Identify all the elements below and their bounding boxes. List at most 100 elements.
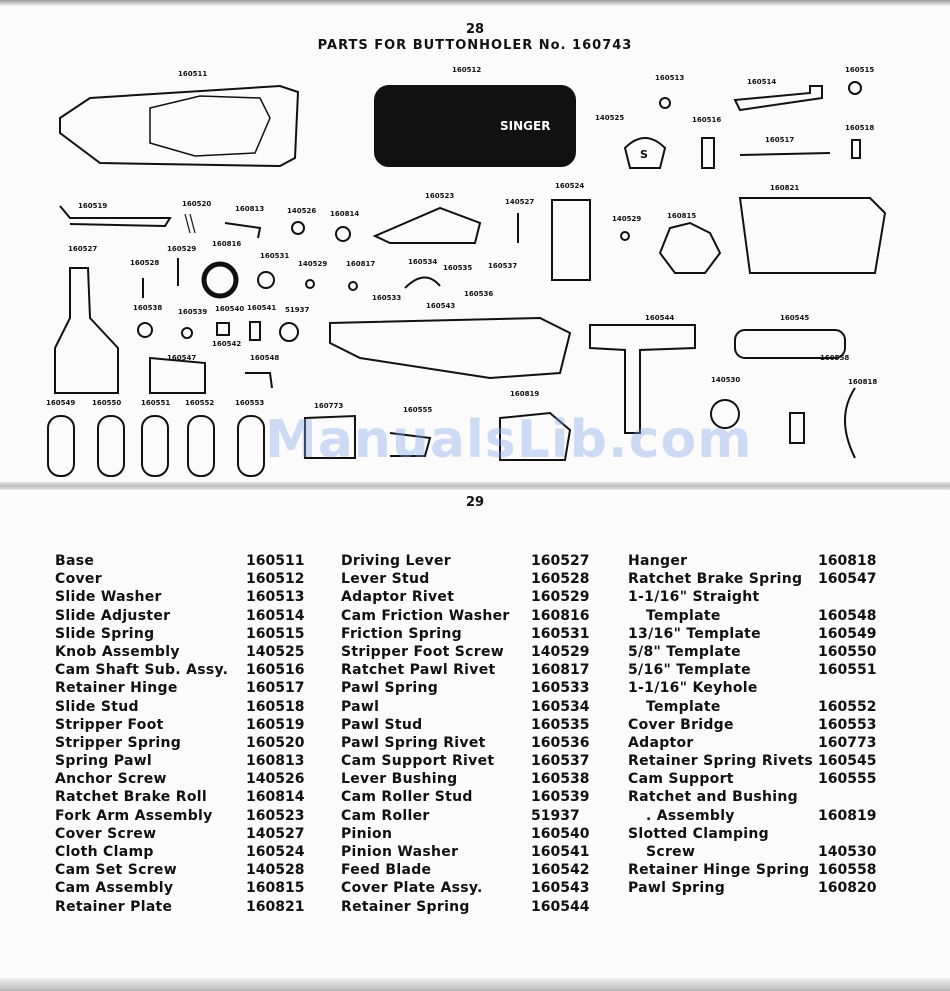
part-number: 160543 <box>531 880 590 897</box>
part-name: . Assembly <box>646 807 735 824</box>
part-name: Template <box>646 607 721 624</box>
part-name: Hanger <box>628 553 688 569</box>
diagram-part-label: 51937 <box>285 306 309 314</box>
diagram-part-label: 160821 <box>770 184 799 192</box>
part-number: 140527 <box>246 825 305 842</box>
parts-list-row: Slide Spring 160515 <box>55 625 310 643</box>
part-number: 160523 <box>246 807 305 824</box>
pawl-rivet-part <box>348 281 358 291</box>
part-number: 160555 <box>818 771 877 788</box>
part-name: Ratchet and Bushing <box>628 789 798 806</box>
lever-bushing-part <box>137 322 153 338</box>
part-number: 160516 <box>246 662 305 679</box>
part-number: 160517 <box>246 680 305 697</box>
retainer-hinge-part <box>739 152 831 156</box>
part-name: Pawl Spring <box>341 680 439 697</box>
diagram-part-label: 160517 <box>765 136 794 144</box>
page-number-top: 28 <box>465 22 485 37</box>
diagram-part-label: 160524 <box>555 182 584 190</box>
retainer-spring-part <box>734 329 846 359</box>
part-number: 160536 <box>531 734 590 751</box>
part-number: 140525 <box>246 643 305 660</box>
diagram-part-label: 140527 <box>505 198 534 206</box>
parts-list-row: 1-1/16" Keyhole <box>628 679 878 697</box>
stripper-screw-part <box>305 279 315 289</box>
diagram-part-label: 160518 <box>845 124 874 132</box>
base-cutout <box>149 95 271 157</box>
part-name: Cam Friction Washer <box>341 607 510 624</box>
part-name: Lever Bushing <box>341 771 458 788</box>
fork-arm-part <box>372 206 482 244</box>
parts-list-row: Slotted Clamping <box>628 825 878 843</box>
stripper-spring-part <box>184 213 196 234</box>
parts-list-row: Cover Plate Assy.160543 <box>341 879 591 897</box>
part-number: 160553 <box>818 716 877 733</box>
cam-roller-part <box>216 322 230 336</box>
knob-letter-text: S <box>640 148 648 161</box>
diagram-part-label: 160549 <box>46 399 75 407</box>
part-name: Slide Spring <box>55 625 155 642</box>
cover-bridge-part <box>304 414 356 459</box>
base-plate-part <box>59 84 300 168</box>
diagram-part-label: 160553 <box>235 399 264 407</box>
cam-support-part <box>499 411 572 461</box>
part-number: 160818 <box>818 553 877 569</box>
diagram-part-label: 160551 <box>141 399 170 407</box>
part-number: 160535 <box>531 716 590 733</box>
page-title: PARTS FOR BUTTONHOLER No. 160743 <box>317 38 633 53</box>
ratchet-bushing-part <box>710 399 740 429</box>
watermark: ManualsLib.com <box>265 410 753 470</box>
template-1-part <box>47 415 75 477</box>
slide-stud-part <box>851 139 861 159</box>
part-number: 160531 <box>531 625 590 642</box>
spring-pawl-part <box>224 222 262 239</box>
diagram-part-label: 160813 <box>235 205 264 213</box>
clamping-screw-part <box>789 412 805 444</box>
part-name: Lever Stud <box>341 571 430 588</box>
part-name: Ratchet Pawl Rivet <box>341 662 496 679</box>
cover-part <box>374 85 576 167</box>
part-name: Cam Shaft Sub. Assy. <box>55 662 229 679</box>
part-number: 160515 <box>246 625 305 642</box>
part-name: Cam Set Screw <box>55 862 177 879</box>
part-number: 160534 <box>531 698 590 715</box>
part-name: Cam Support <box>628 771 734 788</box>
part-name: Pawl Spring Rivet <box>341 734 486 751</box>
diagram-part-label: 160552 <box>185 399 214 407</box>
diagram-part-label: 160814 <box>330 210 359 218</box>
part-name: Ratchet Brake Spring <box>628 571 803 588</box>
part-number: 160514 <box>246 607 305 624</box>
part-name: Cam Assembly <box>55 880 174 897</box>
part-number: 160814 <box>246 789 305 806</box>
part-name: Stripper Foot Screw <box>341 643 505 660</box>
part-number: 160544 <box>531 898 590 915</box>
diagram-part-label: 160815 <box>667 212 696 220</box>
parts-list-row: 1-1/16" Straight <box>628 588 878 606</box>
diagram-part-label: 160541 <box>247 304 276 312</box>
part-number: 160518 <box>246 698 305 715</box>
part-number: 140526 <box>246 771 305 788</box>
part-number: 160820 <box>818 880 877 897</box>
page-fold <box>0 482 950 490</box>
